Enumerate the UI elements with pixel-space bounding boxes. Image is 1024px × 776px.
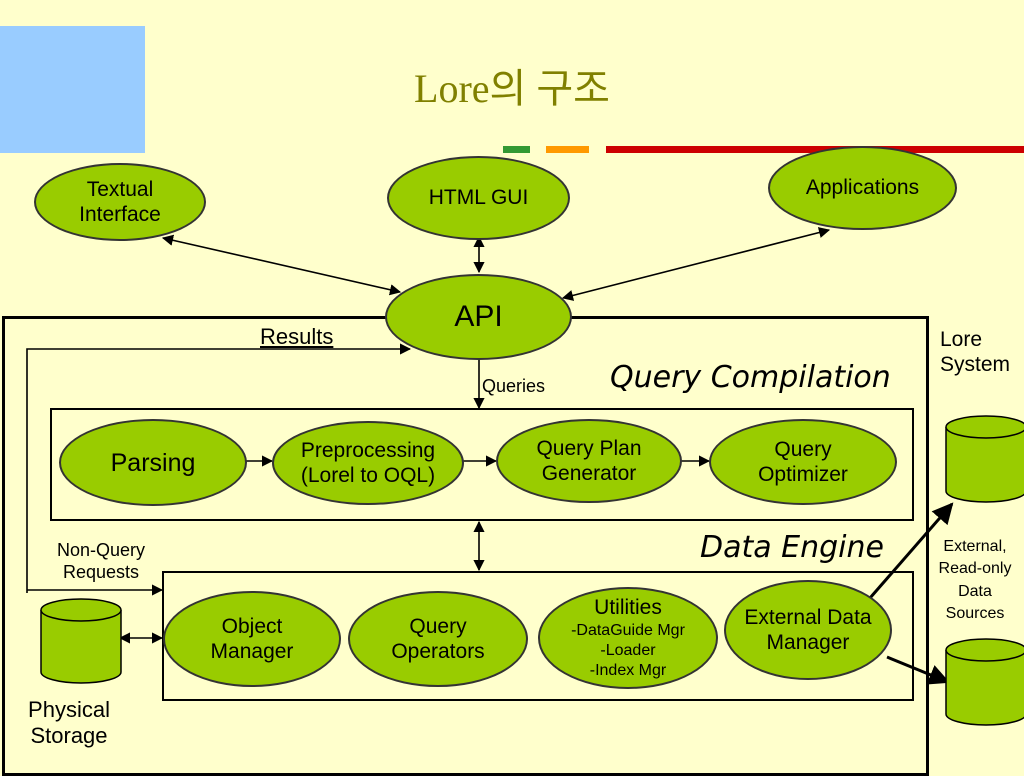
arrow-edm-source-top [868,502,954,599]
external-source-cylinder-bottom-icon [945,638,1024,726]
node-api: API [385,274,572,360]
label-data-engine: Data Engine [700,530,884,565]
node-utilities: Utilities -DataGuide Mgr -Loader -Index … [538,587,718,689]
node-query-plan-generator: Query Plan Generator [496,419,682,503]
node-textual-interface: Textual Interface [34,163,206,241]
decorative-orange-bar [546,146,589,153]
external-source-cylinder-top-icon [945,415,1024,503]
label-queries: Queries [482,376,546,396]
label-external-sources: External, Read-only Data Sources [938,538,1012,623]
arrow-results [26,343,412,593]
node-preprocessing: Preprocessing (Lorel to OQL) [272,421,464,505]
decorative-green-bar [503,146,530,153]
node-object-manager: Object Manager [163,591,341,687]
label-query-compilation: Query Compilation [610,360,891,395]
arrow-edm-source-bottom [886,655,950,685]
node-parsing: Parsing [59,419,247,506]
node-query-optimizer: Query Optimizer [709,419,897,505]
label-lore-system: Lore System [940,328,1011,377]
arrow-applications-api [561,227,831,301]
node-external-data-manager: External Data Manager [724,580,892,680]
node-query-operators: Query Operators [348,591,528,687]
label-results: Results [260,324,334,349]
physical-storage-cylinder-icon [40,598,122,684]
decorative-blue-square [0,26,145,153]
node-applications: Applications [768,146,957,230]
node-html-gui: HTML GUI [387,156,570,240]
utilities-items: -DataGuide Mgr -Loader -Index Mgr [571,621,685,679]
utilities-title: Utilities [594,596,662,620]
slide-title: Lore의 구조 [414,66,610,111]
arrow-textual-api [161,234,402,296]
decorative-red-bar [606,146,1024,153]
label-physical-storage: Physical Storage [28,697,110,749]
label-non-query-requests: Non-Query Requests [56,540,146,582]
